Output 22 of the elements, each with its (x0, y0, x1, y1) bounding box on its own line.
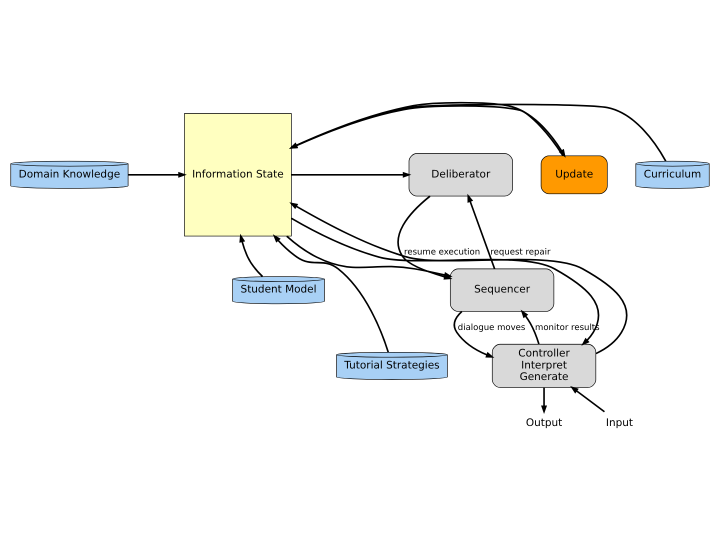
arrow (520, 310, 540, 344)
node-box: Controller Interpret Generate (492, 344, 596, 388)
node-box: Update (540, 155, 608, 194)
node-text: Input (606, 417, 633, 430)
edge-label: request repair (490, 248, 551, 258)
arrow (291, 218, 600, 346)
arrow (289, 202, 628, 354)
edge-label: resume execution (404, 248, 480, 258)
node-box: Information State (184, 113, 292, 236)
arrow (570, 386, 605, 412)
arrow (239, 234, 264, 278)
node-box: Sequencer (450, 268, 554, 312)
arrow (272, 234, 390, 353)
arrow (467, 194, 496, 270)
arrow (291, 172, 412, 178)
arrow (289, 104, 666, 162)
node-box: Deliberator (408, 153, 513, 196)
edge-label: dialogue moves (458, 323, 526, 334)
arrow (454, 310, 494, 358)
arrow (541, 388, 548, 414)
arrow (128, 172, 187, 178)
node-text: Output (526, 417, 562, 430)
